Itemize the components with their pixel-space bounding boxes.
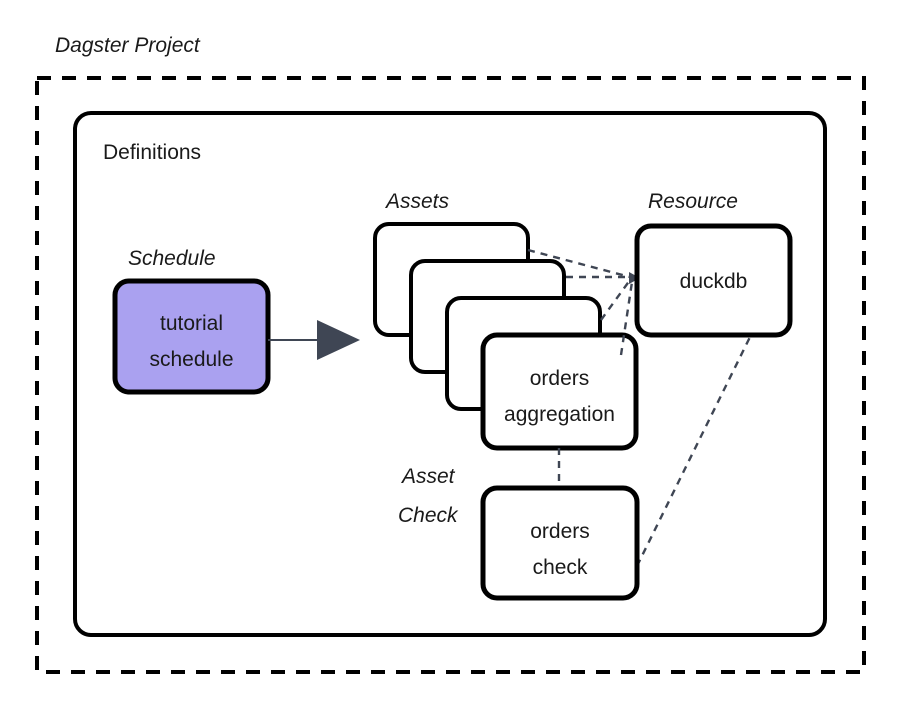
dependency-line-asset-3 <box>527 248 631 279</box>
project-title: Dagster Project <box>55 34 201 57</box>
schedule-node[interactable]: tutorial schedule <box>112 278 271 395</box>
asset-node-label-line2: aggregation <box>504 403 615 426</box>
resource-group-label: Resource <box>648 190 738 213</box>
dependency-line-check-to-resource <box>635 336 752 567</box>
schedule-node-box[interactable] <box>112 278 271 395</box>
resource-node-duckdb[interactable]: duckdb <box>634 223 793 338</box>
flow-arrow-head <box>317 320 360 360</box>
asset-stack: orders aggregation <box>373 222 639 451</box>
definitions-label: Definitions <box>103 141 201 164</box>
schedule-to-assets-arrow <box>268 320 360 360</box>
asset-check-node-label-line1: orders <box>530 520 590 543</box>
dependency-line-asset-1 <box>600 279 631 321</box>
schedule-node-label-line2: schedule <box>149 348 233 371</box>
schedule-node-label-line1: tutorial <box>160 312 223 335</box>
asset-check-node-label-line2: check <box>533 556 588 579</box>
asset-node-orders-aggregation[interactable]: orders aggregation <box>480 332 639 451</box>
project-boundary <box>35 76 866 674</box>
assets-group-label: Assets <box>384 190 450 213</box>
resource-node-label: duckdb <box>680 270 748 293</box>
asset-node-box[interactable] <box>480 332 639 451</box>
asset-check-node-box[interactable] <box>480 485 640 601</box>
asset-check-group-label-line1: Asset <box>400 465 456 488</box>
schedule-group-label: Schedule <box>128 247 216 270</box>
asset-check-group-label-line2: Check <box>398 504 459 527</box>
asset-node-label-line1: orders <box>530 367 590 390</box>
resource-node-box[interactable] <box>634 223 793 338</box>
asset-check-node-orders-check[interactable]: orders check <box>480 485 640 601</box>
definitions-container <box>73 111 827 637</box>
